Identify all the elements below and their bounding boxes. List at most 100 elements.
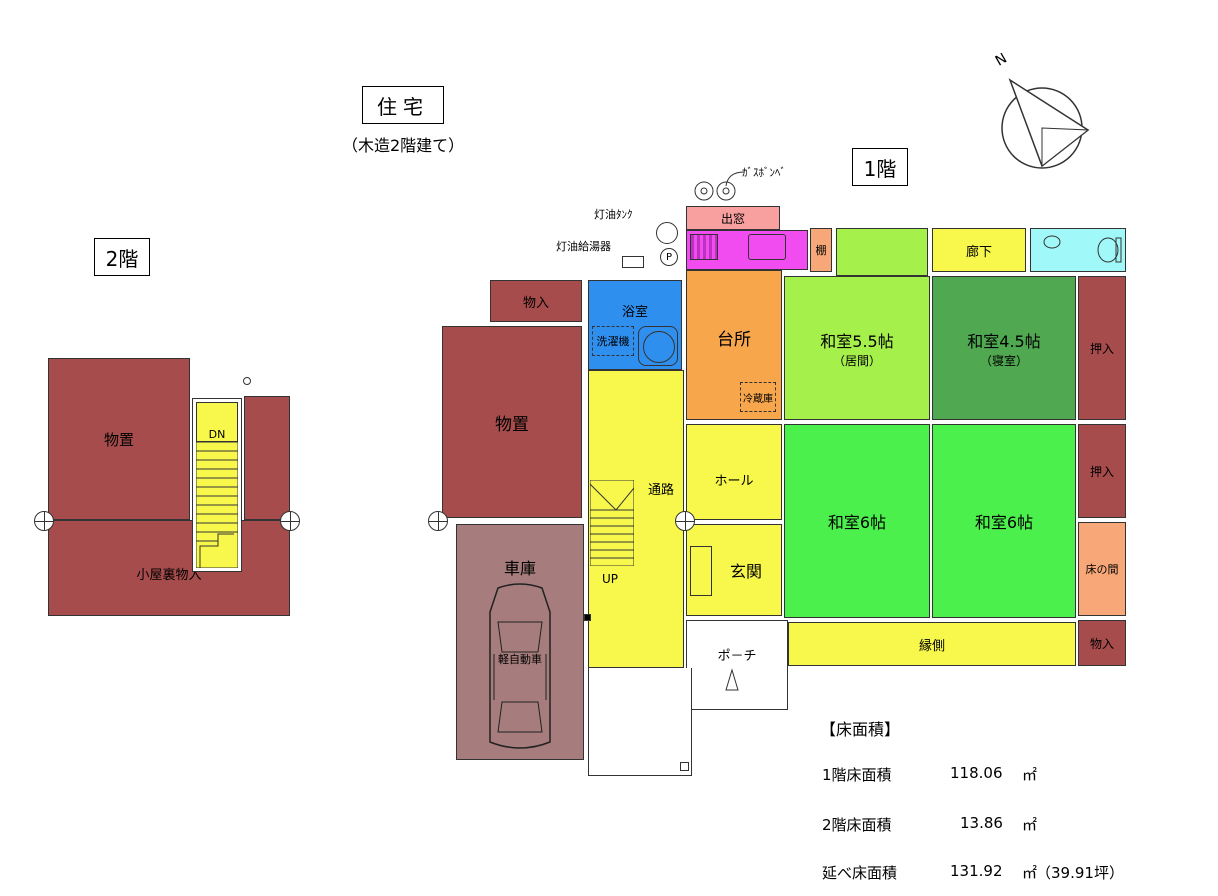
car-icon bbox=[489, 583, 551, 749]
room-toilet bbox=[1030, 228, 1126, 272]
area-row-3-extra: （39.91坪） bbox=[1036, 864, 1124, 882]
room-hall: ホール bbox=[686, 424, 782, 520]
floor2-label: 2階 bbox=[94, 238, 150, 276]
sink-icon bbox=[748, 234, 786, 260]
room-corridor-label: 廊下 bbox=[965, 244, 992, 260]
house-title: 住宅 bbox=[362, 86, 444, 124]
gas-leader-line bbox=[725, 171, 745, 187]
room-washitsu-6a-label: 和室6帖 bbox=[827, 513, 887, 532]
kerosene-heater-label: 灯油給湯器 bbox=[556, 240, 611, 253]
bathtub-icon bbox=[638, 326, 678, 366]
floor2-grid-marker-right bbox=[280, 511, 300, 531]
area-row-1: 1階床面積 118.06 ㎡ bbox=[822, 764, 1037, 785]
area-row-2-value: 13.86 bbox=[960, 814, 1003, 832]
room-kitchen-label: 台所 bbox=[717, 329, 751, 350]
floor2-attic-label: 小屋裏物入 bbox=[136, 567, 202, 583]
room-storage-end: 物入 bbox=[1078, 620, 1126, 666]
floor1-grid-marker-left bbox=[428, 511, 448, 531]
room-washitsu-6b: 和室6帖 bbox=[932, 424, 1076, 618]
shelf-label: 棚 bbox=[815, 244, 827, 257]
room-tokonoma: 床の間 bbox=[1078, 522, 1126, 616]
room-tokonoma-label: 床の間 bbox=[1085, 563, 1119, 576]
stove-icon bbox=[690, 234, 718, 260]
fridge: 冷蔵庫 bbox=[740, 382, 776, 412]
room-washitsu-55-sublabel: （居間） bbox=[832, 353, 881, 368]
toilet-icon bbox=[1043, 235, 1122, 263]
room-storage-end-label: 物入 bbox=[1089, 636, 1114, 651]
room-washitsu-55-alcove bbox=[836, 228, 928, 276]
fridge-label: 冷蔵庫 bbox=[743, 393, 773, 405]
room-porch-label: ポ－チ bbox=[717, 649, 757, 664]
room-passage: 通路 bbox=[588, 370, 684, 668]
area-row-1-label: 1階床面積 bbox=[822, 766, 892, 784]
bay-window: 出窓 bbox=[686, 206, 780, 230]
room-washitsu-45: 和室4.5帖 （寝室） bbox=[932, 276, 1076, 420]
area-row-3: 延べ床面積 131.92 ㎡ （39.91坪） bbox=[822, 862, 1124, 883]
room-storage-small-label: 物入 bbox=[522, 295, 549, 311]
gas-label: ｶﾞｽﾎﾞﾝﾍﾞ bbox=[742, 166, 786, 179]
stairs-up-label: UP bbox=[602, 572, 619, 586]
shelf: 棚 bbox=[810, 228, 832, 272]
washer-label: 洗濯機 bbox=[596, 335, 630, 348]
area-row-3-unit: ㎡ bbox=[1022, 864, 1038, 882]
room-bath-label: 浴室 bbox=[621, 305, 648, 320]
area-row-1-unit: ㎡ bbox=[1022, 766, 1038, 784]
area-heading: 【床面積】 bbox=[820, 720, 901, 739]
floor2-small-circle bbox=[243, 377, 251, 385]
room-storage-big: 物置 bbox=[442, 326, 582, 518]
p-mark-icon: P bbox=[660, 248, 678, 266]
floor2-grid-marker-left bbox=[34, 511, 54, 531]
compass-icon bbox=[1001, 78, 1090, 169]
kerosene-tank-label: 灯油ﾀﾝｸ bbox=[594, 208, 633, 221]
floor1-grid-marker-mid bbox=[675, 511, 695, 531]
room-storage-small: 物入 bbox=[490, 280, 582, 322]
bay-window-label: 出窓 bbox=[720, 211, 745, 226]
room-oshiire-1: 押入 bbox=[1078, 276, 1126, 420]
room-entrance-label: 玄関 bbox=[729, 562, 762, 581]
floor1-label: 1階 bbox=[852, 148, 908, 186]
kerosene-heater-icon bbox=[622, 256, 644, 268]
area-row-1-value: 118.06 bbox=[950, 764, 1003, 782]
floor2-label-text: 2階 bbox=[105, 246, 139, 271]
floor2-dn-label: DN bbox=[208, 428, 226, 441]
floor1-stairs bbox=[590, 480, 634, 566]
room-washitsu-6b-label: 和室6帖 bbox=[974, 513, 1034, 532]
floor2-side-storage bbox=[244, 396, 290, 520]
floor2-attic: 小屋裏物入 bbox=[48, 520, 290, 616]
kerosene-tank-icon bbox=[656, 222, 678, 244]
area-row-3-value: 131.92 bbox=[950, 862, 1003, 880]
floor2-stairs bbox=[196, 442, 238, 568]
room-engawa: 縁側 bbox=[788, 622, 1076, 666]
area-row-2: 2階床面積 13.86 ㎡ bbox=[822, 814, 1037, 835]
room-porch: ポ－チ bbox=[686, 620, 788, 710]
floor2-storage-label: 物置 bbox=[103, 430, 134, 449]
room-oshiire-2-label: 押入 bbox=[1089, 464, 1114, 479]
p-mark-label: P bbox=[665, 251, 673, 263]
room-storage-big-label: 物置 bbox=[495, 414, 529, 435]
room-garage: 車庫 bbox=[456, 524, 584, 760]
room-corridor: 廊下 bbox=[932, 228, 1026, 272]
area-row-3-label: 延べ床面積 bbox=[822, 864, 898, 882]
car-label: 軽自動車 bbox=[498, 653, 542, 666]
room-washitsu-6a: 和室6帖 bbox=[784, 424, 930, 618]
room-porch-lower bbox=[588, 668, 692, 776]
floor1-label-text: 1階 bbox=[863, 156, 897, 181]
area-row-2-unit: ㎡ bbox=[1022, 816, 1038, 834]
floor2-storage: 物置 bbox=[48, 358, 190, 520]
room-washitsu-55-label: 和室5.5帖 bbox=[820, 331, 894, 351]
area-row-2-label: 2階床面積 bbox=[822, 816, 892, 834]
gas-cylinder-icon bbox=[694, 181, 736, 201]
room-entrance: 玄関 bbox=[686, 524, 782, 616]
house-title-text: 住宅 bbox=[377, 94, 429, 119]
room-passage-label: 通路 bbox=[647, 483, 674, 498]
room-hall-label: ホール bbox=[714, 473, 754, 489]
porch-arrow-icon bbox=[725, 668, 739, 691]
washer-icon: 洗濯機 bbox=[592, 326, 634, 356]
floor2-stair-landing: DN bbox=[196, 402, 238, 442]
shoe-cabinet bbox=[690, 546, 712, 596]
room-garage-label: 車庫 bbox=[503, 559, 536, 578]
floor1-column-mark bbox=[584, 614, 591, 621]
room-washitsu-45-label: 和室4.5帖 bbox=[967, 331, 1041, 351]
floor1-drain-mark bbox=[680, 762, 689, 771]
room-washitsu-55: 和室5.5帖 （居間） bbox=[784, 276, 930, 420]
